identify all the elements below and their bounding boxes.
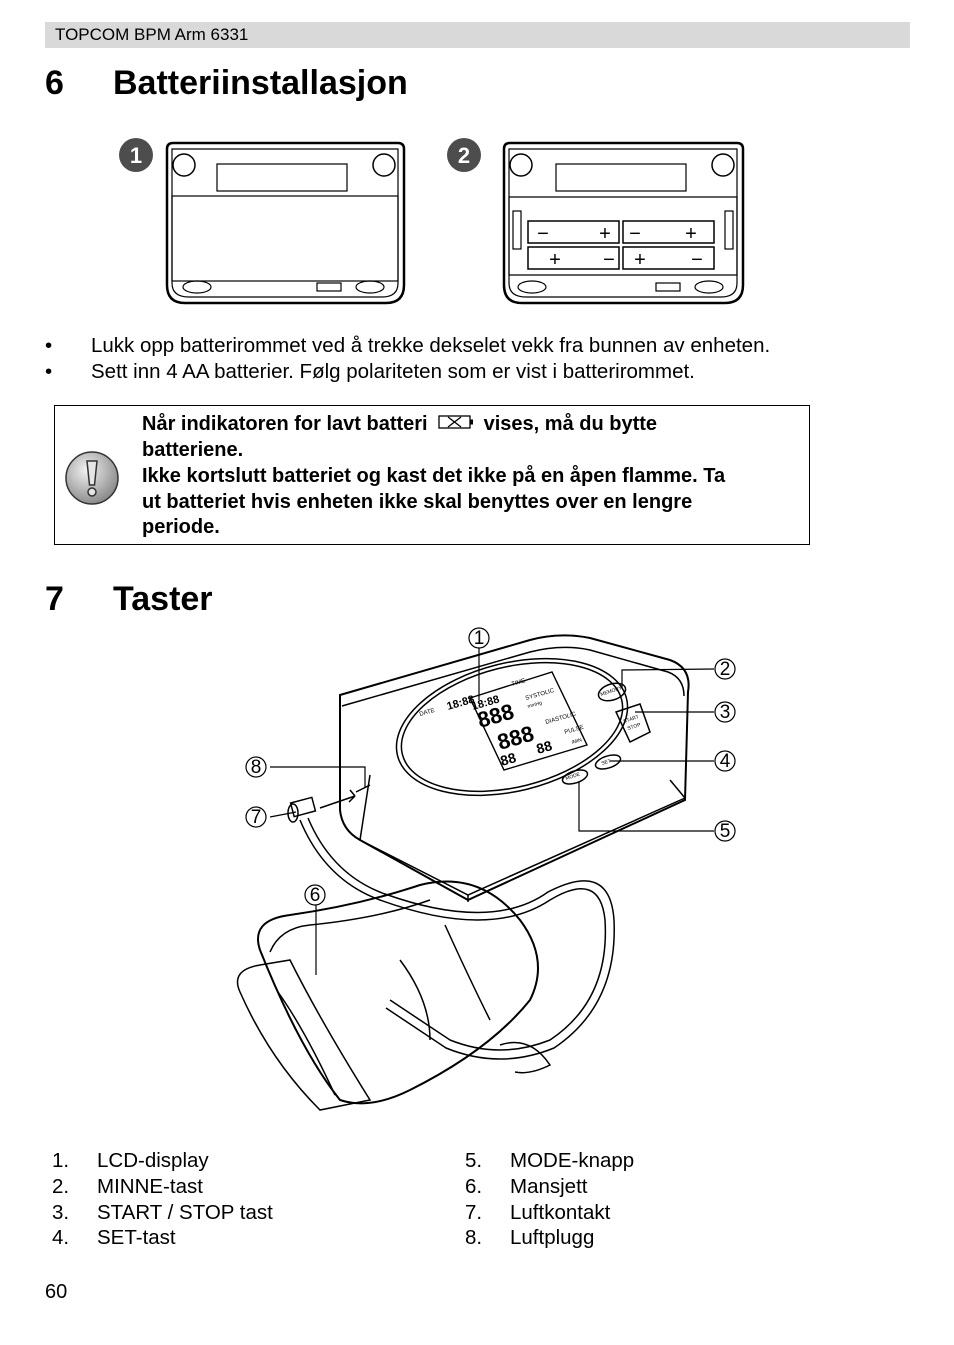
page-number: 60 [45,1281,68,1303]
svg-text:DATE: DATE [419,708,436,718]
bullet-symbol: • [45,360,53,383]
svg-text:START: START [623,714,640,725]
section-number: 7 [45,580,64,618]
svg-text:−: − [537,223,549,245]
svg-text:DIASTOLIC: DIASTOLIC [545,711,578,726]
section-title: Batteriinstallasjon [113,64,408,102]
warning-line: batteriene. [142,438,244,461]
header-title: TOPCOM BPM Arm 6331 [55,25,249,44]
callout-circle [714,658,736,680]
blood-pressure-monitor-diagram: DATE TIME SYSTOLIC DIASTOLIC PULSE /MIN … [236,627,736,1111]
low-battery-icon [437,412,474,438]
callout-circle [714,820,736,842]
section-title: Taster [113,580,213,618]
bullet-text: Sett inn 4 AA batterier. Følg polaritete… [91,360,695,383]
callout-circle [245,756,267,778]
callout-label: 8 [251,757,262,778]
exclamation-icon [65,451,119,505]
step-badge-2 [447,138,481,172]
svg-text:TIME: TIME [511,678,526,688]
section-6-heading: 6 Batteriinstallasjon [45,64,545,106]
battery-compartment-open-figure: 2 − + − + + − + − [447,138,745,305]
battery-cover-closed-figure: 1 [119,138,406,305]
legend-item: 4.SET-tast [52,1226,176,1250]
legend-right: 5.MODE-knapp 6.Mansjett 7.Luftkontakt 8.… [465,1148,845,1251]
bullet-text: Lukk opp batterirommet ved å trekke deks… [91,334,771,357]
callout-label: 6 [310,885,321,906]
callout-label: 5 [720,821,731,842]
svg-text:+: + [685,223,697,245]
svg-text:−: − [629,223,641,245]
legend-item: 6.Mansjett [465,1174,588,1198]
legend-item: 3.START / STOP tast [52,1200,273,1224]
svg-text:88: 88 [498,749,518,769]
svg-text:−: − [691,249,703,271]
section-7-heading: 7 Taster [45,580,445,622]
instruction-list: • Lukk opp batterirommet ved å trekke de… [45,333,905,385]
callout-circle [245,806,267,828]
svg-text:88: 88 [534,737,554,757]
legend-item: 7.Luftkontakt [465,1200,611,1224]
header-bar: TOPCOM BPM Arm 6331 [45,22,910,48]
callout-label: 3 [720,702,731,723]
legend-item: 5.MODE-knapp [465,1149,635,1172]
svg-text:PULSE: PULSE [564,725,585,736]
callout-circle [714,701,736,723]
svg-text:+: + [634,249,646,271]
legend-item: 1.LCD-display [52,1149,209,1172]
svg-text:−: − [603,249,615,271]
list-item: • Lukk opp batterirommet ved å trekke de… [45,333,905,359]
callout-label: 4 [720,751,731,772]
callout-circle [304,884,326,906]
warning-line: ut batteriet hvis enheten ikke skal beny… [142,490,693,513]
callout-label: 1 [474,628,485,649]
warning-line: periode. [142,516,220,539]
svg-text:MODE: MODE [565,771,582,782]
callout-circle [714,750,736,772]
warning-line: Ikke kortslutt batteriet og kast det ikk… [142,464,726,487]
svg-text:/MIN: /MIN [571,737,583,746]
bullet-symbol: • [45,334,53,357]
callout-circle [468,627,490,649]
svg-text:+: + [599,223,611,245]
legend-left: 1.LCD-display 2.MINNE-tast 3.START / STO… [52,1148,432,1251]
svg-text:STOP: STOP [627,722,642,732]
section-number: 6 [45,64,64,102]
callout-label: 2 [720,659,731,680]
callout-label: 7 [251,807,262,828]
svg-text:+: + [549,249,561,271]
step-badge-2-label: 2 [458,143,470,168]
legend-item: 2.MINNE-tast [52,1174,203,1198]
step-badge-1 [119,138,153,172]
svg-text:SET: SET [601,758,612,767]
svg-text:mmHg: mmHg [527,700,543,710]
list-item: • Sett inn 4 AA batterier. Følg polarite… [45,359,905,385]
legend-item: 8.Luftplugg [465,1226,595,1250]
step-badge-1-label: 1 [130,143,142,168]
